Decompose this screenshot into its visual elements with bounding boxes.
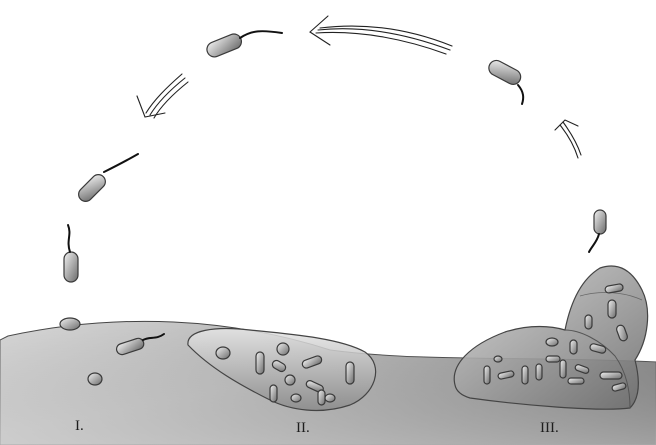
stage-label-two: II. <box>296 420 310 436</box>
stage-label-three: III. <box>540 420 559 436</box>
planktonic-bacterium-left-mid <box>76 154 138 204</box>
planktonic-bacterium-right-low <box>589 210 606 252</box>
left-arrow <box>137 74 188 118</box>
planktonic-bacterium-right-top <box>486 58 523 104</box>
top-arrow <box>310 16 452 54</box>
cycle-arrows <box>137 16 581 158</box>
planktonic-bacterium-left-low <box>64 225 78 282</box>
stage-label-one: I. <box>75 418 84 434</box>
planktonic-bacterium-top <box>205 31 282 59</box>
stage-three-mature-biofilm <box>454 266 647 409</box>
right-arrow <box>555 120 581 158</box>
